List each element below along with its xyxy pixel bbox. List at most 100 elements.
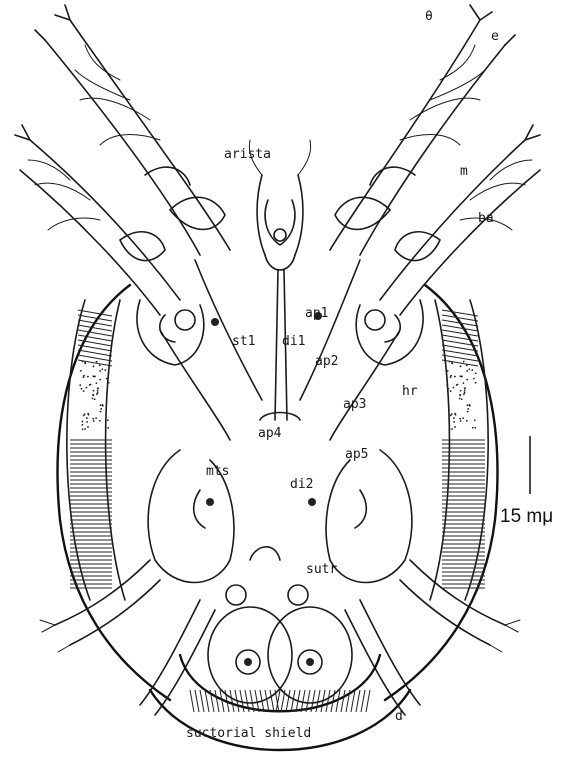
label-mts: mts: [206, 464, 229, 479]
stipple-dot: [106, 378, 108, 380]
hatch-line: [78, 310, 112, 316]
shield-hatch-line: [270, 690, 274, 712]
stipple-dot: [97, 392, 99, 394]
stipple-dot: [81, 424, 83, 426]
hatch-line: [78, 350, 112, 356]
hatch-line: [442, 330, 478, 336]
stipple-dot: [92, 418, 94, 420]
stipple-dot: [104, 369, 106, 371]
hatch-line: [78, 335, 112, 341]
stipple-dot: [96, 361, 98, 363]
stipple-dot: [100, 411, 102, 413]
stipple-dot: [99, 420, 101, 422]
stipple-dot: [456, 384, 458, 386]
stipple-dot: [459, 398, 461, 400]
stipple-dot: [466, 370, 468, 372]
label-di2: di2: [290, 477, 313, 492]
hatch-line: [442, 355, 478, 361]
label-m: m: [460, 164, 468, 179]
stipple-dot: [450, 390, 452, 392]
labels: arista θ e m ba ap1 st1 di1 ap2 ap3 hr a…: [186, 9, 499, 741]
stipple-dot: [473, 378, 475, 380]
stipple-dot: [467, 411, 469, 413]
stipple-dot: [89, 384, 91, 386]
stipple-dot: [83, 415, 85, 417]
stipple-dot: [81, 388, 83, 390]
stipple-dot: [79, 384, 81, 386]
stipple-dot: [449, 361, 451, 363]
stipple-dot: [451, 428, 453, 430]
leg-right-4: [345, 600, 420, 715]
label-theta: θ: [425, 9, 433, 24]
leg-left-3: [40, 560, 160, 652]
stipple-dot: [453, 421, 455, 423]
hatch-line: [442, 360, 478, 366]
shield-hatch-line: [316, 690, 320, 712]
shield-hatch-line: [230, 690, 234, 712]
stipple-dot: [463, 361, 465, 363]
stipple-dot: [446, 384, 448, 386]
stipple-dot: [464, 392, 466, 394]
stipple-dot: [460, 376, 462, 378]
stipple-dot: [86, 387, 88, 389]
stipple-dot: [467, 404, 469, 406]
stipple-dot: [95, 417, 97, 419]
stipple-dot: [87, 413, 89, 415]
stipple-dot: [87, 426, 89, 428]
stipple-dot: [83, 390, 85, 392]
stipple-dot: [460, 365, 462, 367]
stipple-dot: [100, 408, 102, 410]
shield-hatch-line: [361, 690, 365, 712]
stipple-dot: [84, 362, 86, 364]
stipple-dot: [462, 417, 464, 419]
shield-hatch-line: [291, 690, 295, 712]
stipple-dot: [474, 419, 476, 421]
label-e: e: [491, 29, 499, 44]
stipple-dot: [84, 428, 86, 430]
leg-right-2: [380, 125, 540, 315]
stipple-dot: [99, 370, 101, 372]
hatch-line: [442, 350, 478, 356]
hatch-line: [442, 335, 478, 341]
hatch-line: [78, 355, 112, 361]
stipple-dot: [453, 417, 455, 419]
stipple-dot: [97, 390, 99, 392]
stipple-dot: [460, 390, 462, 392]
label-arista: arista: [224, 147, 271, 162]
shield-hatch-line: [200, 690, 204, 712]
stipple-dot: [454, 426, 456, 428]
stipple-dot: [449, 428, 451, 430]
stipple-dot: [454, 413, 456, 415]
stipple-dot: [448, 421, 450, 423]
shield-hatch-line: [366, 690, 370, 712]
label-st1: st1: [232, 334, 255, 349]
hatch-line: [442, 325, 478, 331]
stipple-dot: [466, 379, 468, 381]
stipple-dot: [468, 368, 470, 370]
suctorial-shield: [180, 547, 380, 712]
stipple-dot: [466, 420, 468, 422]
stipple-dot: [99, 379, 101, 381]
label-ap5: ap5: [345, 447, 368, 462]
hatch-line: [78, 315, 112, 321]
hatch-line: [442, 315, 478, 321]
stipple-dot: [450, 415, 452, 417]
label-d: d: [395, 709, 403, 724]
stipple-dot: [81, 421, 83, 423]
stipple-dot: [105, 427, 107, 429]
hatch-line: [78, 325, 112, 331]
stipple-dot: [464, 390, 466, 392]
stipple-dot: [472, 427, 474, 429]
stipple-dot: [464, 387, 466, 389]
stipple-dot: [86, 421, 88, 423]
stipple-dot: [459, 418, 461, 420]
shield-hatch-line: [341, 690, 345, 712]
stipple-dot: [97, 387, 99, 389]
shield-hatch-line: [265, 690, 269, 712]
scale-bar-label: 15 mμ: [500, 506, 553, 527]
label-sutr: sutr: [306, 562, 337, 577]
stipple-dot: [466, 364, 468, 366]
label-di1: di1: [282, 334, 305, 349]
stipple-dot: [475, 372, 477, 374]
